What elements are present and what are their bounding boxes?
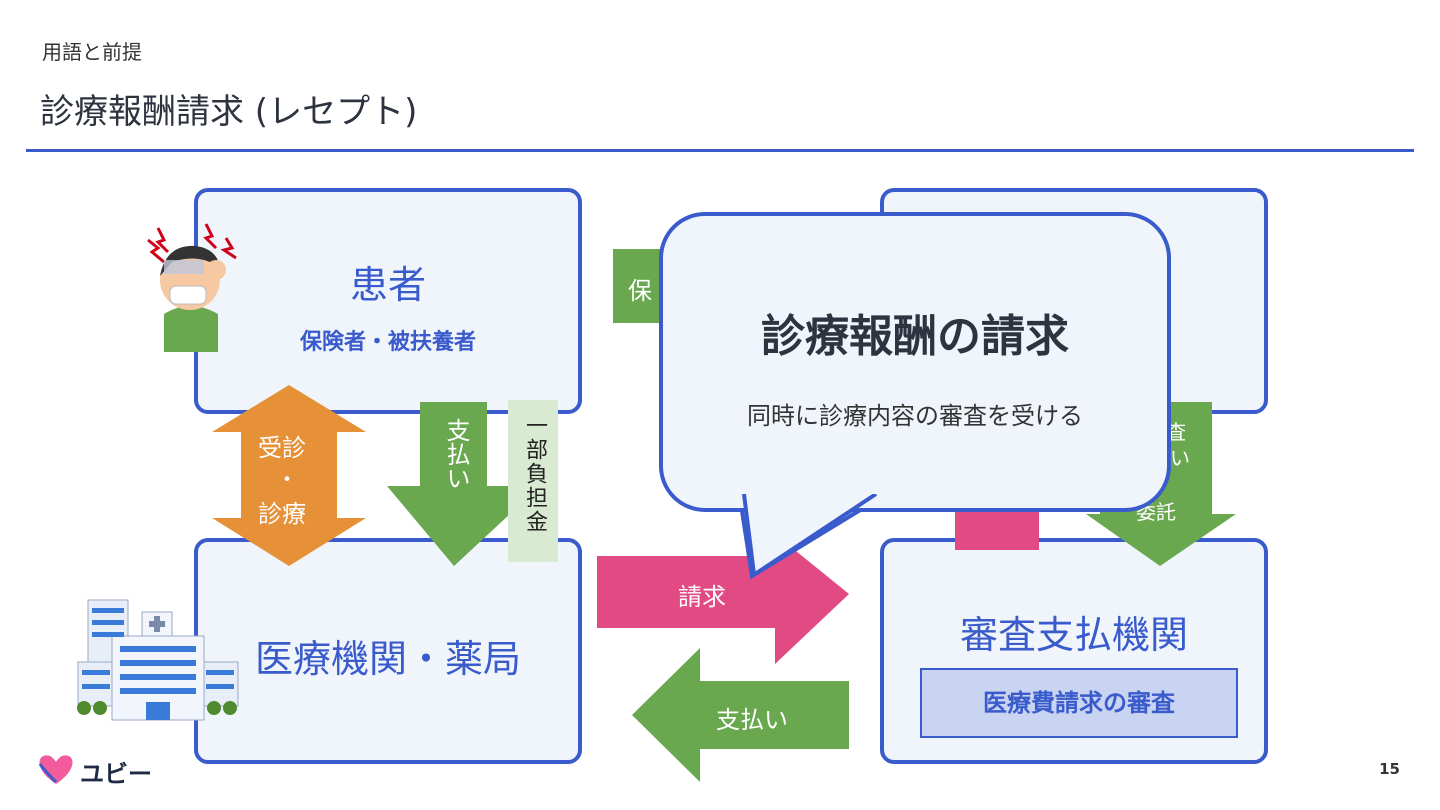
review-title: 審査支払機関 <box>959 613 1188 657</box>
hospital-title: 医療機関・薬局 <box>254 637 521 681</box>
patient-subtitle: 保険者・被扶養者 <box>299 330 476 355</box>
page-number: 15 <box>1379 760 1400 778</box>
right-arrow-label-2: い <box>1170 446 1190 470</box>
review-box: 審査支払機関 医療費請求の審査 <box>880 538 1268 764</box>
pay-return-label: 支払い <box>716 706 788 734</box>
review-badge: 医療費請求の審査 <box>920 668 1238 738</box>
consult-label-mid: ・ <box>276 468 299 493</box>
claim-arrow-label: 請求 <box>678 583 726 611</box>
claim-right-arrow <box>597 534 849 664</box>
patient-illustration <box>147 223 237 352</box>
right-arrow-label-1: 査 <box>1166 420 1186 444</box>
breadcrumb: 用語と前提 <box>42 40 142 64</box>
bubble-subtitle: 同時に診療内容の審査を受ける <box>747 402 1083 430</box>
partial-burden-label: 一部負担金 <box>522 414 547 534</box>
hospital-box: 医療機関・薬局 <box>194 538 582 764</box>
header-divider <box>26 149 1414 152</box>
bubble-title: 診療報酬の請求 <box>761 311 1069 362</box>
ubie-logo-icon <box>38 755 73 784</box>
consult-label-bottom: 診療 <box>258 500 306 528</box>
pay-down-arrow <box>387 402 540 566</box>
consult-double-arrow <box>212 385 366 566</box>
patient-box: 患者 保険者・被扶養者 <box>194 188 582 414</box>
page-title: 診療報酬請求 (レセプト) <box>40 92 418 132</box>
insurer-arrow-label: 保 <box>628 277 652 305</box>
speech-bubble <box>659 212 1171 512</box>
hospital-illustration <box>77 599 239 721</box>
bubble-tail-cover <box>742 494 878 578</box>
pay-left-arrow <box>632 648 849 782</box>
consult-label-top: 受診 <box>258 434 306 462</box>
patient-title: 患者 <box>349 263 426 307</box>
pay-arrow-label: 支払い <box>442 418 470 490</box>
ubie-logo-text: ユビー <box>80 760 152 788</box>
partial-burden-tag <box>508 400 558 562</box>
